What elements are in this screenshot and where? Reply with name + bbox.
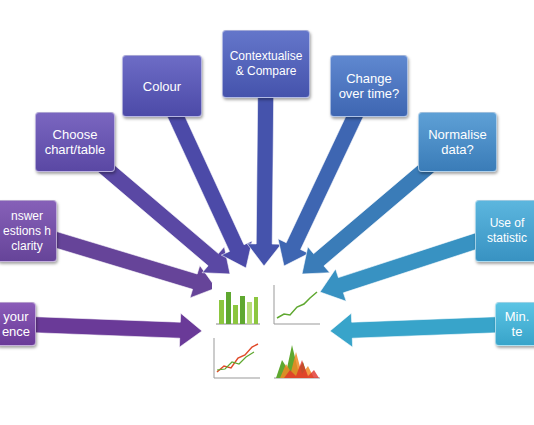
topic-label: nswer estions h clarity [0, 209, 54, 254]
topic-box: Choose chart/table [35, 112, 115, 172]
topic-box: Use of statistic [475, 200, 534, 262]
topic-label: Min. te [502, 309, 532, 339]
topic-box: Contextualise & Compare [222, 30, 310, 98]
block-arrow [16, 313, 202, 347]
topic-label: Change over time? [335, 71, 403, 101]
topic-label: your ence [0, 309, 33, 339]
topic-box: nswer estions h clarity [0, 200, 57, 262]
topic-label: Choose chart/table [40, 127, 110, 157]
topic-box: your ence [0, 302, 36, 346]
topic-label: Contextualise & Compare [226, 49, 306, 79]
topic-label: Normalise data? [423, 127, 492, 157]
block-arrow [330, 313, 517, 347]
topic-box: Normalise data? [418, 112, 497, 172]
line-chart-icon [274, 285, 320, 324]
topic-label: Colour [143, 79, 181, 94]
topic-box: Change over time? [330, 55, 408, 117]
topic-label: Use of statistic [479, 216, 534, 246]
topic-box: Colour [122, 55, 202, 117]
bar-chart-icon [212, 283, 262, 327]
area-chart-icon [274, 345, 320, 378]
topic-box: Min. te [495, 302, 534, 346]
line-chart-icon [214, 338, 260, 378]
